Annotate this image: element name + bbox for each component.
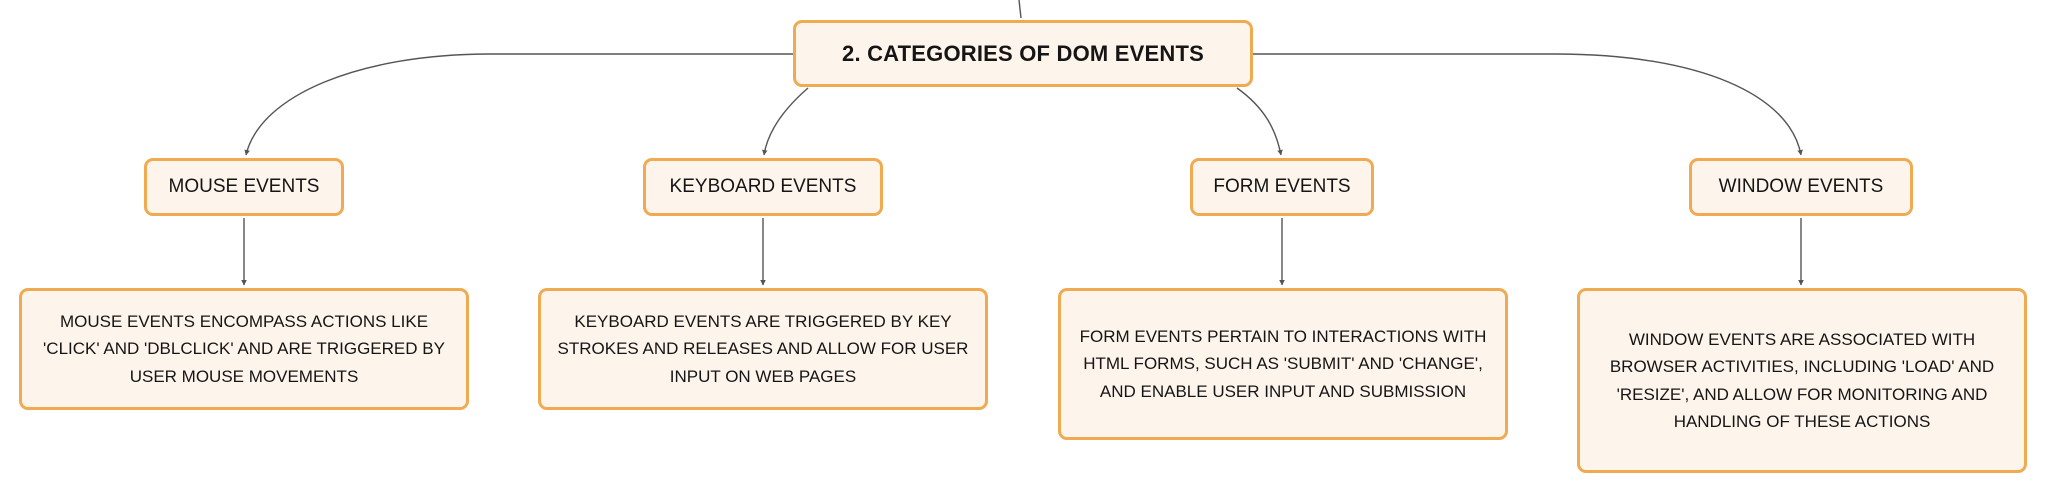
root-topic-label: 2. CATEGORIES OF DOM EVENTS bbox=[842, 40, 1204, 66]
topic-label: WINDOW EVENTS bbox=[1718, 176, 1884, 197]
description-text: FORM EVENTS PERTAIN TO INTERACTIONS WITH… bbox=[1079, 326, 1487, 401]
connector-root-to-window-events bbox=[1251, 53, 1803, 156]
subtopic-form-events-description[interactable]: FORM EVENTS PERTAIN TO INTERACTIONS WITH… bbox=[1058, 288, 1508, 440]
topic-label: KEYBOARD EVENTS bbox=[669, 176, 857, 197]
topic-form-events[interactable]: FORM EVENTS bbox=[1190, 158, 1374, 216]
root-topic-node[interactable]: 2. CATEGORIES OF DOM EVENTS bbox=[793, 20, 1253, 87]
connector-root-to-keyboard-events bbox=[762, 87, 809, 156]
subtopic-mouse-events-description[interactable]: MOUSE EVENTS ENCOMPASS ACTIONS LIKE 'CLI… bbox=[19, 288, 469, 410]
connector-parent-to-root bbox=[1018, 0, 1022, 19]
description-text: WINDOW EVENTS ARE ASSOCIATED WITH BROWSE… bbox=[1609, 329, 1995, 432]
description-text: KEYBOARD EVENTS ARE TRIGGERED BY KEY STR… bbox=[557, 311, 969, 386]
connector-root-to-form-events bbox=[1236, 87, 1283, 156]
connector-root-to-mouse-events bbox=[244, 53, 795, 156]
subtopic-window-events-description[interactable]: WINDOW EVENTS ARE ASSOCIATED WITH BROWSE… bbox=[1577, 288, 2027, 473]
description-text: MOUSE EVENTS ENCOMPASS ACTIONS LIKE 'CLI… bbox=[43, 311, 445, 386]
topic-keyboard-events[interactable]: KEYBOARD EVENTS bbox=[643, 158, 883, 216]
topic-label: FORM EVENTS bbox=[1213, 176, 1351, 197]
topic-label: MOUSE EVENTS bbox=[168, 176, 320, 197]
topic-window-events[interactable]: WINDOW EVENTS bbox=[1689, 158, 1913, 216]
topic-mouse-events[interactable]: MOUSE EVENTS bbox=[144, 158, 344, 216]
subtopic-keyboard-events-description[interactable]: KEYBOARD EVENTS ARE TRIGGERED BY KEY STR… bbox=[538, 288, 988, 410]
